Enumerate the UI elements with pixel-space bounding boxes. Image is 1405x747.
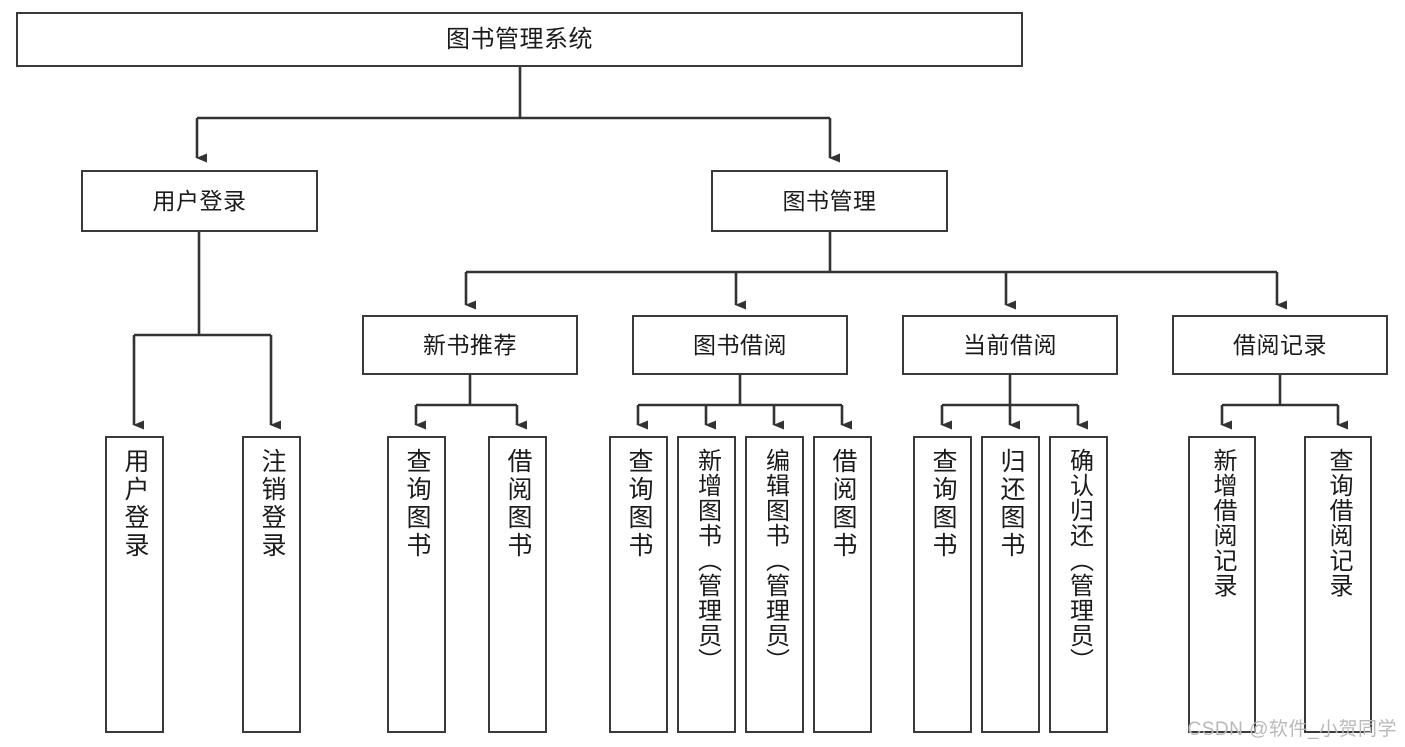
node-label: 新增借阅记录 bbox=[1209, 448, 1236, 598]
node-label: 注销登录 bbox=[258, 448, 286, 560]
node-label: 用户登录 bbox=[121, 448, 149, 560]
node-user-login[interactable]: 用户登录 bbox=[81, 170, 318, 232]
node-label: 查询图书 bbox=[929, 448, 957, 560]
node-label: 当前借阅 bbox=[963, 331, 1057, 358]
node-label: 用户登录 bbox=[152, 187, 247, 214]
node-leaf-confirm-return[interactable]: 确认归还（管理员） bbox=[1049, 436, 1108, 733]
node-book-manage[interactable]: 图书管理 bbox=[711, 170, 948, 232]
node-label: 新增图书（管理员） bbox=[693, 448, 721, 673]
node-label: 图书借阅 bbox=[693, 331, 787, 358]
node-label: 图书管理 bbox=[782, 187, 877, 214]
node-leaf-return-book[interactable]: 归还图书 bbox=[981, 436, 1040, 733]
node-current-borrow[interactable]: 当前借阅 bbox=[902, 315, 1118, 375]
node-label: 新书推荐 bbox=[423, 331, 517, 358]
node-leaf-query-record[interactable]: 查询借阅记录 bbox=[1304, 436, 1372, 733]
node-leaf-query-book-2[interactable]: 查询图书 bbox=[609, 436, 668, 733]
node-leaf-borrow-book-1[interactable]: 借阅图书 bbox=[488, 436, 547, 733]
node-leaf-edit-book[interactable]: 编辑图书（管理员） bbox=[745, 436, 804, 733]
node-label: 查询借阅记录 bbox=[1325, 448, 1352, 598]
node-borrow-record[interactable]: 借阅记录 bbox=[1172, 315, 1388, 375]
node-leaf-add-book[interactable]: 新增图书（管理员） bbox=[677, 436, 736, 733]
node-leaf-query-book-1[interactable]: 查询图书 bbox=[387, 436, 446, 733]
node-label: 编辑图书（管理员） bbox=[761, 448, 789, 673]
node-label: 借阅图书 bbox=[504, 448, 532, 560]
node-book-borrow[interactable]: 图书借阅 bbox=[632, 315, 848, 375]
node-new-book-rec[interactable]: 新书推荐 bbox=[362, 315, 578, 375]
node-leaf-borrow-book-2[interactable]: 借阅图书 bbox=[813, 436, 872, 733]
node-root-system[interactable]: 图书管理系统 bbox=[16, 12, 1023, 67]
node-leaf-add-record[interactable]: 新增借阅记录 bbox=[1188, 436, 1256, 733]
node-leaf-user-login[interactable]: 用户登录 bbox=[105, 436, 164, 733]
node-label: 借阅记录 bbox=[1233, 331, 1327, 358]
node-label: 确认归还（管理员） bbox=[1065, 448, 1093, 673]
node-label: 归还图书 bbox=[997, 448, 1025, 560]
node-leaf-query-book-3[interactable]: 查询图书 bbox=[913, 436, 972, 733]
node-label: 借阅图书 bbox=[829, 448, 857, 560]
watermark-text: CSDN @软件_小贺同学 bbox=[1187, 719, 1397, 740]
node-label: 图书管理系统 bbox=[446, 25, 593, 53]
node-label: 查询图书 bbox=[625, 448, 653, 560]
node-leaf-logout[interactable]: 注销登录 bbox=[242, 436, 301, 733]
node-label: 查询图书 bbox=[403, 448, 431, 560]
